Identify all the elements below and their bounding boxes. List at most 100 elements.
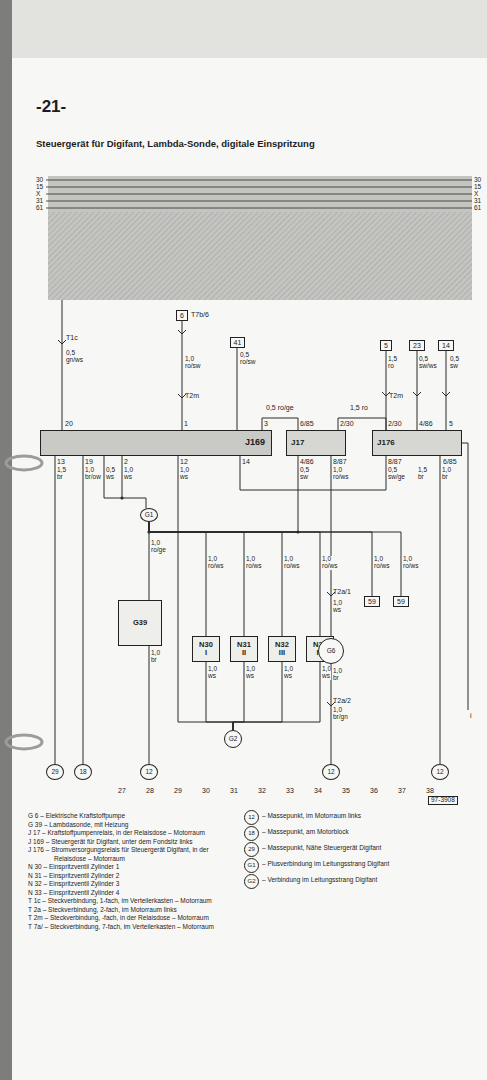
current-track-number: 33 <box>286 787 294 794</box>
legend-entry: N 31 – Einspritzventil Zylinder 2 <box>28 872 233 881</box>
pin-label: 6/85 <box>443 458 457 465</box>
pin-label: 3 <box>264 420 268 427</box>
component-label: 6 <box>180 312 184 320</box>
legend-entry: J 17 – Kraftstoffpumpenrelais, in der Re… <box>28 829 233 838</box>
component-label: G1 <box>145 511 154 518</box>
component-label: 12 <box>145 768 152 775</box>
legend-entry: – Massepunkt, am Motorblock <box>262 828 477 837</box>
component-label: 14 <box>442 342 450 350</box>
wire-gauge-color: 1,0 ro/ws <box>374 556 390 570</box>
wire <box>233 662 320 730</box>
pin-label: T2a/2 <box>333 697 351 704</box>
wire-gauge-color: 0,5 gn/ws <box>66 350 83 364</box>
wire-gauge-color: 0,5 ws <box>106 467 115 481</box>
ground-point-circle: 18 <box>74 764 92 780</box>
legend-entry: G 6 – Elektrische Kraftstoffpumpe <box>28 812 233 821</box>
wire <box>83 456 84 764</box>
component-label: J176 <box>377 439 395 448</box>
component-symbol: N31II <box>230 636 258 662</box>
ground-point-circle: G2 <box>224 730 242 748</box>
drawing-number: 97-3908 <box>428 796 458 805</box>
current-track-number: 36 <box>370 787 378 794</box>
paper <box>12 58 487 1080</box>
wire <box>149 522 150 600</box>
wire-gauge-color: 0,5 sw <box>300 467 309 481</box>
ground-point-number: 29 <box>244 842 259 857</box>
pin-label: 1 <box>184 420 188 427</box>
current-track-number: 30 <box>202 787 210 794</box>
fuse-band <box>48 176 472 300</box>
legend-entry: T 7a/ – Steckverbindung, 7-fach, im Vert… <box>28 923 233 932</box>
pin-label: 12 <box>180 458 188 465</box>
wire-gauge-color: 0,5 sw/ws <box>419 356 437 370</box>
ground-point-number: G2 <box>244 874 259 889</box>
pin-label: 8/87 <box>333 458 347 465</box>
wire-gauge-color: 1,0 ro/ws <box>333 467 349 481</box>
wire-gauge-color: 1,0 ro/ws <box>284 556 300 570</box>
component-label: 5 <box>384 342 388 350</box>
fuse-reference-box: 59 <box>364 596 380 607</box>
pin-label: i <box>470 712 472 719</box>
wire-gauge-color: 1,0 ro/ws <box>322 556 338 570</box>
component-symbol: N32III <box>268 636 296 662</box>
fuse-reference-box: 23 <box>409 340 425 351</box>
wire <box>446 351 447 430</box>
wire <box>233 662 244 730</box>
wire <box>149 522 282 636</box>
wire-gauge-color: 1,0 ro/ws <box>208 556 224 570</box>
wire-gauge-color: 1,0 ws <box>246 666 255 680</box>
wire-gauge-color: 1,0 br/ow <box>85 467 101 481</box>
component-label: 23 <box>413 342 421 350</box>
wire <box>149 522 372 596</box>
wire <box>240 456 386 490</box>
legend-entry: – Massepunkt, Nähe Steuergerät Digifant <box>262 844 477 853</box>
binder-ring <box>6 456 42 470</box>
current-track-number: 32 <box>258 787 266 794</box>
wire <box>417 351 418 430</box>
terminal-number: 30 <box>474 177 481 184</box>
wire <box>178 456 233 730</box>
legend-entry: T 1c – Steckverbindung, 1-fach, im Verte… <box>28 897 233 906</box>
ground-point-circle: 12 <box>322 764 340 780</box>
ground-point-number: 12 <box>244 810 259 825</box>
component-symbol: N30I <box>192 636 220 662</box>
pin-label: 2/30 <box>388 420 402 427</box>
wire <box>149 522 320 636</box>
wire-gauge-color: 1,5 br <box>57 467 66 481</box>
pin-label: T2m <box>389 392 403 399</box>
terminal-number: 15 <box>474 184 481 191</box>
wire-gauge-color: 1,0 br/gn <box>333 707 348 721</box>
ground-point-number: G1 <box>244 858 259 873</box>
terminal-number: 15 <box>36 184 43 191</box>
component-label: 41 <box>234 339 242 347</box>
cylinder-number: II <box>242 649 246 657</box>
terminal-number: 31 <box>474 198 481 205</box>
wire <box>55 456 56 764</box>
component-label: G6 <box>327 647 336 654</box>
pin-label: 0,5 ro/ge <box>266 404 294 411</box>
wire <box>149 646 150 764</box>
wire-gauge-color: 1,0 br <box>333 668 342 682</box>
wire-gauge-color: 1,0 ws <box>124 467 133 481</box>
fuse-reference-box: 14 <box>438 340 454 351</box>
cylinder-number: I <box>205 649 207 657</box>
ground-point-circle: 29 <box>46 764 64 780</box>
terminal-number: 30 <box>36 177 43 184</box>
wire <box>182 321 183 430</box>
pin-label: T2m <box>185 392 199 399</box>
terminal-number: X <box>474 191 478 198</box>
pin-label: 14 <box>242 458 250 465</box>
legend-entry: G 39 – Lambdasonde, mit Heizung <box>28 821 233 830</box>
control-unit-box: J169 <box>40 430 272 456</box>
wire-gauge-color: 1,0 ws <box>333 600 342 614</box>
legend-entry: N 33 – Einspritzventil Zylinder 4 <box>28 889 233 898</box>
pin-label: 13 <box>57 458 65 465</box>
wire <box>262 418 298 430</box>
wire <box>440 456 441 764</box>
wire-gauge-color: 1,0 ws <box>180 467 189 481</box>
legend-entry: – Plusverbindung im Leitungsstrang Digif… <box>262 860 477 869</box>
component-label: 18 <box>79 768 86 775</box>
wire-gauge-color: 1,0 ro/sw <box>185 356 201 370</box>
legend-entry: – Verbindung im Leitungsstrang Digifant <box>262 876 477 885</box>
